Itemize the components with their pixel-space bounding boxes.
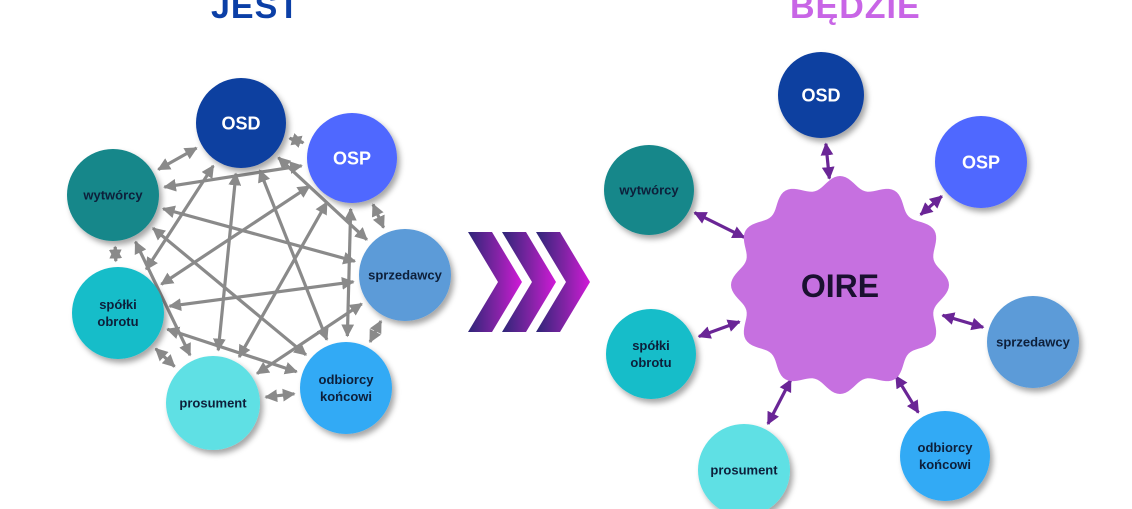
jest-node-label: prosument [179, 396, 247, 411]
bedzie-nodes: OSD OSP wytwórcy sprzedawcy spółki obrotu odbi… [604, 52, 1079, 509]
bedzie-node-prosument: prosument [698, 424, 790, 509]
bedzie-node-label: spółki [632, 338, 670, 353]
jest-node-osp: OSP [307, 113, 397, 203]
jest-node-wytworcy: wytwórcy [67, 149, 159, 241]
jest-nodes: OSD OSP wytwórcy sprzedawcy spółki obrotu odbi… [67, 78, 451, 450]
bedzie-connectors [693, 142, 985, 425]
bedzie-node-label: OSD [801, 85, 840, 105]
chevron-arrow-icon [536, 232, 590, 332]
jest-connector-osd-osp [288, 133, 305, 148]
bedzie-node-label: prosument [710, 463, 778, 478]
jest-node-spolki: spółki obrotu [72, 267, 164, 359]
jest-node-circle [166, 356, 260, 450]
bedzie-node-circle [900, 411, 990, 501]
jest-node-label: OSD [221, 113, 260, 133]
jest-node-odbiorcy: odbiorcy końcowi [300, 342, 392, 434]
bedzie-node-label: wytwórcy [618, 183, 679, 198]
bedzie-connector-osd [820, 142, 835, 180]
bedzie-node-circle [778, 52, 864, 138]
jest-connector-sprzedawcy-spolki [168, 276, 355, 312]
jest-connector-sprzedawcy-odbiorcy [368, 319, 383, 344]
jest-node-circle [72, 267, 164, 359]
jest-connector-odbiorcy-prosument [264, 388, 296, 403]
jest-connector-osp-odbiorcy [341, 207, 357, 338]
bedzie-node-odbiorcy: odbiorcy końcowi [900, 411, 990, 501]
bedzie-connector-prosument [766, 378, 793, 425]
bedzie-node-osd: OSD [778, 52, 864, 138]
jest-node-label: spółki [99, 297, 137, 312]
jest-connector-osd-prosument [213, 172, 242, 352]
bedzie-node-circle [987, 296, 1079, 388]
jest-connectors [108, 133, 386, 403]
jest-node-label: wytwórcy [82, 188, 143, 203]
jest-connector-wytworcy-sprzedawcy [161, 205, 357, 265]
bedzie-connector-odbiorcy [894, 375, 920, 414]
transition-chevrons [468, 232, 590, 332]
bedzie-node-circle [935, 116, 1027, 208]
bedzie-node-label: sprzedawcy [996, 335, 1070, 350]
bedzie-node-label: OSP [962, 152, 1000, 172]
jest-node-osd: OSD [196, 78, 286, 168]
title-bedzie: BĘDZIE [790, 0, 921, 26]
jest-connector-spolki-odbiorcy [166, 326, 298, 375]
jest-node-label: obrotu [97, 314, 138, 329]
jest-node-label: OSP [333, 148, 371, 168]
jest-node-circle [196, 78, 286, 168]
bedzie-connector-spolki [697, 319, 741, 339]
jest-node-label: końcowi [320, 389, 372, 404]
bedzie-connector-osp [919, 194, 943, 216]
oire-hub-label: OIRE [801, 268, 879, 304]
jest-node-circle [67, 149, 159, 241]
jest-connector-wytworcy-spolki [108, 245, 123, 263]
chevron-arrow-icon [502, 232, 556, 332]
bedzie-node-circle [606, 309, 696, 399]
bedzie-connector-sprzedawcy [941, 312, 985, 331]
bedzie-node-sprzedawcy: sprzedawcy [987, 296, 1079, 388]
bedzie-node-circle [698, 424, 790, 509]
title-jest: JEST [211, 0, 301, 26]
bedzie-node-label: końcowi [919, 457, 971, 472]
bedzie-node-circle [604, 145, 694, 235]
bedzie-node-osp: OSP [935, 116, 1027, 208]
jest-connector-osd-wytworcy [157, 146, 198, 171]
jest-connector-spolki-prosument [154, 347, 176, 368]
bedzie-connector-wytworcy [693, 211, 746, 239]
chevron-arrow-icon [468, 232, 522, 332]
bedzie-node-label: odbiorcy [918, 440, 974, 455]
bedzie-node-wytworcy: wytwórcy [604, 145, 694, 235]
jest-node-label: sprzedawcy [368, 268, 442, 283]
jest-node-circle [359, 229, 451, 321]
jest-node-sprzedawcy: sprzedawcy [359, 229, 451, 321]
jest-connector-osp-sprzedawcy [371, 203, 386, 229]
jest-node-label: odbiorcy [319, 372, 375, 387]
jest-node-circle [307, 113, 397, 203]
bedzie-node-label: obrotu [630, 355, 671, 370]
bedzie-node-spolki: spółki obrotu [606, 309, 696, 399]
jest-node-circle [300, 342, 392, 434]
jest-node-prosument: prosument [166, 356, 260, 450]
jest-connector-osp-wytworcy [163, 161, 303, 192]
oire-hub-shape [731, 176, 949, 394]
oire-hub: OIRE [731, 176, 949, 394]
